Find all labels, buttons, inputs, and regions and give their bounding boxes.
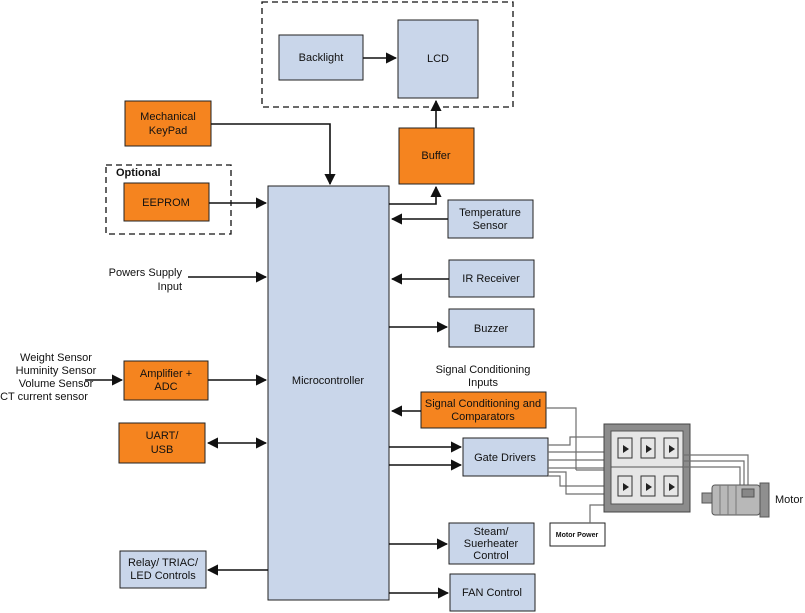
signal-block-label-line2: Comparators: [451, 411, 515, 423]
keypad-block: [124, 100, 212, 147]
gate-driver-wiring: [548, 436, 612, 495]
steam-label-line3: Control: [473, 550, 508, 562]
relay-triac-led-block: [119, 550, 207, 589]
mcu-to-buffer-arrow: [389, 185, 442, 205]
keypad-label-line2: KeyPad: [149, 125, 188, 137]
buffer-block: [398, 127, 475, 185]
buzzer-label: Buzzer: [474, 323, 509, 335]
optional-group-outline: [105, 164, 232, 235]
steam-control-block: [448, 522, 535, 565]
signal-inputs-label-line2: Inputs: [468, 377, 498, 389]
display-group-outline: [261, 1, 514, 108]
gate-drivers-label: Gate Drivers: [474, 452, 536, 464]
temperature-sensor-block: [447, 199, 534, 239]
amplifier-label-line2: ADC: [154, 381, 177, 393]
sensor-label-volume: Volume Sensor: [19, 378, 94, 390]
buffer-label: Buffer: [421, 150, 450, 162]
lcd-block: [397, 19, 479, 99]
signal-conditioning-block: [420, 391, 547, 429]
keypad-to-mcu-arrow: [211, 123, 336, 186]
eeprom-label: EEPROM: [142, 197, 190, 209]
fan-control-block: [449, 573, 536, 612]
eeprom-block: [123, 182, 210, 222]
buzzer-block: [448, 308, 535, 348]
temperature-label-line1: Temperature: [459, 207, 521, 219]
power-supply-label-line2: Input: [158, 281, 182, 293]
uart-label-line2: USB: [151, 444, 174, 456]
inverter-bridge-icon: [603, 423, 691, 513]
motor-label: Motor: [775, 494, 803, 506]
fan-control-label: FAN Control: [462, 587, 522, 599]
keypad-label-line1: Mechanical: [140, 111, 196, 123]
lcd-label: LCD: [427, 53, 449, 65]
signal-feedback-wire: [546, 407, 577, 470]
amplifier-label-line1: Amplifier +: [140, 368, 192, 380]
steam-label-line1: Steam/: [474, 526, 510, 538]
temperature-label-line2: Sensor: [473, 220, 508, 232]
signal-inputs-label-line1: Signal Conditioning: [436, 364, 531, 376]
amplifier-adc-block: [123, 360, 209, 401]
relay-label-line1: Relay/ TRIAC/: [128, 557, 199, 569]
uart-usb-block: [118, 422, 206, 464]
uart-label-line1: UART/: [146, 430, 180, 442]
motor-power-block: [549, 522, 606, 547]
microcontroller-label: Microcontroller: [292, 375, 364, 387]
motor-power-label: Motor Power: [556, 532, 599, 539]
signal-block-label-line1: Signal Conditioning and: [425, 398, 541, 410]
relay-label-line2: LED Controls: [130, 570, 196, 582]
ir-receiver-block: [448, 259, 535, 298]
motor-icon: [701, 482, 770, 518]
sensor-label-ct-current: CT current sensor: [0, 391, 88, 403]
gate-drivers-block: [462, 437, 549, 477]
inverter-motor-wiring: [683, 454, 749, 488]
steam-label-line2: Suerheater: [464, 538, 519, 550]
optional-label: Optional: [116, 167, 161, 179]
ir-receiver-label: IR Receiver: [462, 273, 520, 285]
microcontroller-block: [267, 185, 390, 601]
power-supply-label-line1: Powers Supply: [109, 267, 183, 279]
backlight-label: Backlight: [299, 52, 344, 64]
sensor-label-weight: Weight Sensor: [20, 352, 92, 364]
sensor-label-humidity: Huminity Sensor: [16, 365, 97, 377]
